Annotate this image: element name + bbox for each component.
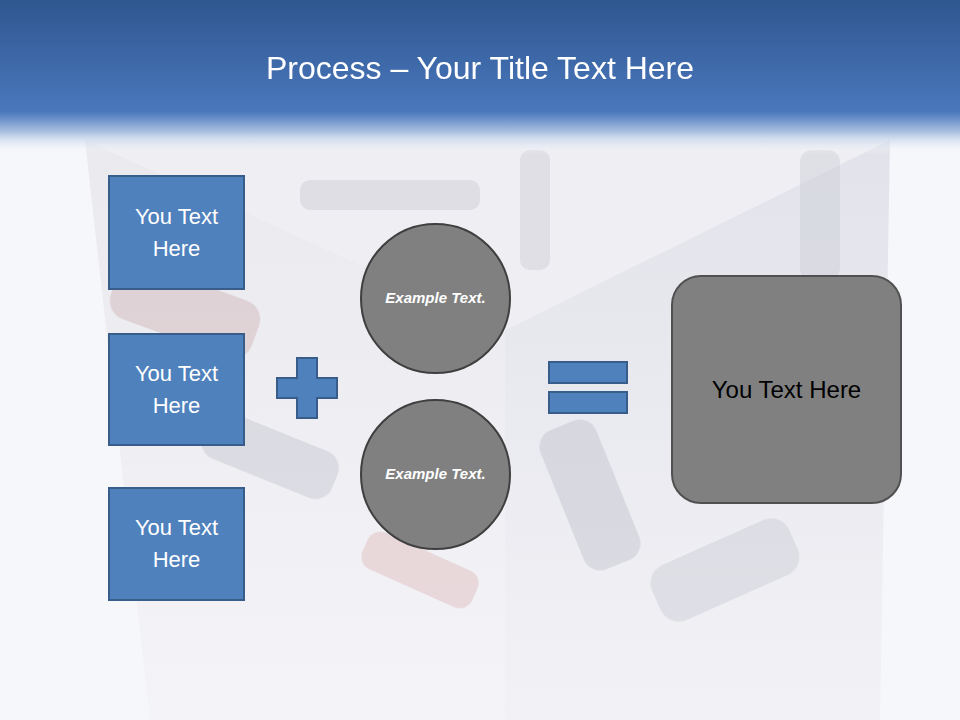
example-circle: Example Text. (360, 399, 511, 550)
process-box: You Text Here (108, 487, 245, 601)
slide-title: Process – Your Title Text Here (0, 50, 960, 87)
node-text: You Text Here (118, 358, 235, 422)
process-box: You Text Here (108, 333, 245, 446)
plus-symbol (277, 358, 337, 418)
result-box: You Text Here (671, 275, 902, 504)
node-text: You Text Here (712, 376, 861, 404)
node-text: You Text Here (118, 512, 235, 576)
equals-symbol (549, 362, 627, 413)
process-box: You Text Here (108, 175, 245, 290)
node-text: Example Text. (385, 287, 485, 310)
node-text: Example Text. (385, 463, 485, 486)
node-text: You Text Here (118, 201, 235, 265)
example-circle: Example Text. (360, 223, 511, 374)
